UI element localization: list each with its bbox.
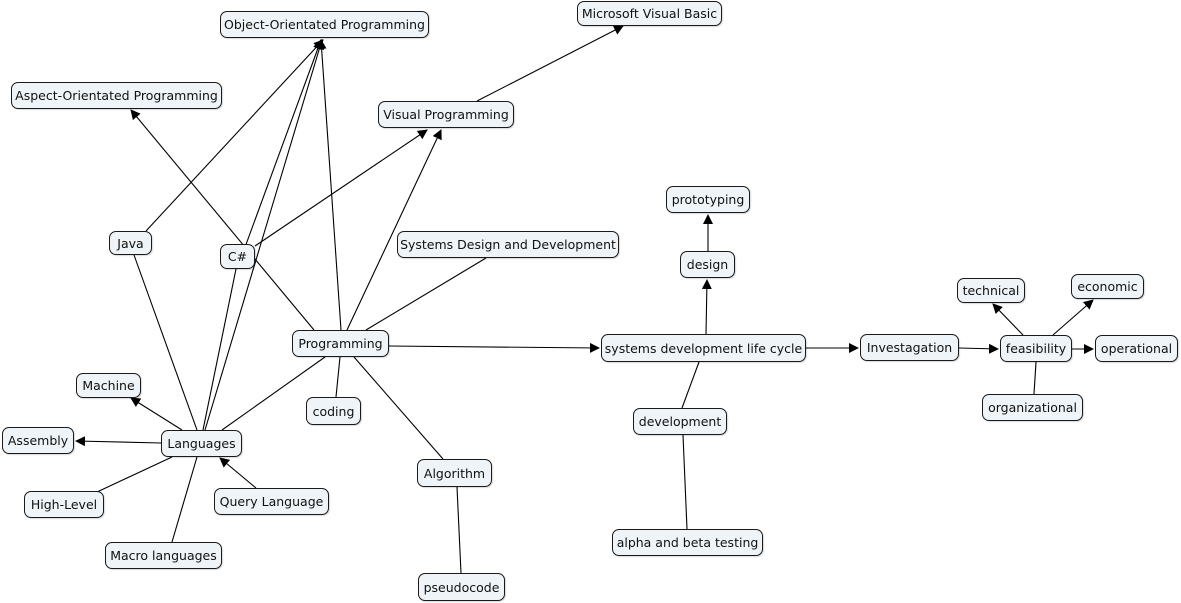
node-microsoft-visual-basic[interactable]: Microsoft Visual Basic	[577, 1, 722, 26]
edge-feas-to-org-line	[1033, 361, 1037, 395]
edge-invest-to-feas-arrow	[958, 343, 999, 354]
edge-sdlc-to-design-arrow	[701, 279, 712, 335]
edge-prog-to-vp-arrow	[346, 129, 442, 331]
node-organizational[interactable]: organizational	[982, 394, 1083, 421]
edge-prog-to-algo-line	[353, 356, 444, 460]
edge-lang-to-prog-line	[221, 356, 326, 431]
edge-query-to-lang-arrow	[219, 457, 257, 489]
node-prototyping[interactable]: prototyping	[666, 186, 750, 213]
edge-lang-to-java-line	[133, 254, 198, 431]
edge-lang-to-oop-arrow	[204, 39, 325, 431]
node-coding[interactable]: coding	[306, 397, 361, 425]
edge-lang-to-macro-line	[171, 456, 198, 543]
edge-java-to-oop-arrow	[145, 39, 324, 232]
edge-prog-to-sdd-line	[365, 257, 487, 331]
node-algorithm[interactable]: Algorithm	[417, 459, 492, 487]
node-systems-design-and-development[interactable]: Systems Design and Development	[397, 231, 619, 258]
node-feasibility[interactable]: feasibility	[1000, 335, 1072, 362]
edge-sdlc-to-dev-line	[681, 361, 700, 409]
node-assembly[interactable]: Assembly	[2, 427, 74, 454]
edge-algo-to-pseudo-line	[456, 486, 462, 574]
node-alpha-and-beta-testing[interactable]: alpha and beta testing	[612, 529, 763, 556]
node-query-language[interactable]: Query Language	[214, 488, 329, 515]
edge-prog-to-sdlc-arrow	[388, 342, 600, 353]
edge-vp-to-mvb-arrow	[476, 25, 624, 102]
edge-dev-to-alpha-line	[682, 434, 688, 530]
edge-prog-to-aop-arrow	[130, 109, 315, 331]
edge-lang-to-highlevel-line	[96, 456, 173, 493]
node-macro-languages[interactable]: Macro languages	[105, 542, 222, 569]
edge-lang-to-assembly-arrow	[75, 436, 162, 447]
node-machine[interactable]: Machine	[76, 373, 141, 398]
node-csharp[interactable]: C#	[220, 244, 255, 269]
edge-csharp-to-oop-arrow	[236, 39, 323, 270]
node-operational[interactable]: operational	[1095, 335, 1178, 362]
edge-prog-to-coding-line	[335, 356, 341, 398]
node-technical[interactable]: technical	[957, 278, 1025, 303]
node-java[interactable]: Java	[109, 231, 152, 255]
edge-feas-to-econ-arrow	[1052, 299, 1094, 336]
node-aspect-orientated-programming[interactable]: Aspect-Orientated Programming	[11, 82, 222, 109]
node-high-level[interactable]: High-Level	[24, 491, 104, 518]
node-object-orientated-programming[interactable]: Object-Orientated Programming	[220, 11, 429, 38]
node-visual-programming[interactable]: Visual Programming	[378, 101, 514, 128]
edge-csharp-to-vp-arrow	[254, 129, 428, 247]
edge-prog-to-oop-arrow	[316, 39, 342, 331]
node-programming[interactable]: Programming	[292, 330, 389, 357]
edge-lang-to-csharp-line	[202, 268, 237, 431]
node-languages[interactable]: Languages	[161, 430, 242, 457]
node-investagation[interactable]: Investagation	[860, 334, 959, 361]
edge-lang-to-machine-arrow	[130, 397, 183, 431]
node-systems-development-life-cycle[interactable]: systems development life cycle	[601, 334, 806, 362]
node-pseudocode[interactable]: pseudocode	[418, 573, 505, 601]
node-development[interactable]: development	[633, 408, 727, 435]
node-design[interactable]: design	[680, 251, 735, 278]
node-economic[interactable]: economic	[1071, 274, 1144, 299]
edge-feas-to-tech-arrow	[992, 303, 1024, 336]
